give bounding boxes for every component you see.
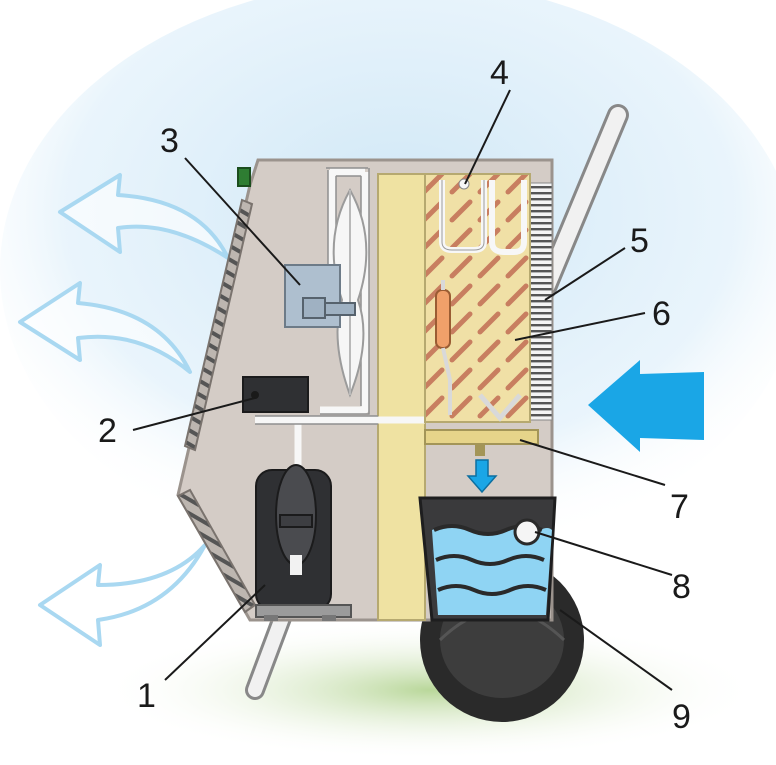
label-4: 4 [490, 54, 509, 92]
leader-lines [132, 89, 673, 691]
label-9: 9 [672, 698, 691, 736]
drip-tray [424, 429, 539, 445]
front-leg [245, 600, 295, 700]
drip-arrow [466, 459, 498, 494]
label-5: 5 [630, 222, 649, 260]
airflow-out-arrow-middle [18, 281, 192, 374]
condenser-fan [332, 187, 368, 398]
fan-motor-box [284, 264, 356, 328]
refrigerant-piping [255, 168, 425, 470]
compressor [255, 464, 352, 621]
label-6: 6 [652, 295, 671, 333]
airflow-out-arrows [18, 173, 230, 647]
drain-spout [475, 444, 485, 456]
airflow-out-arrow-bottom [38, 543, 207, 647]
handle [534, 104, 629, 301]
evaporator-coil [424, 173, 531, 423]
label-3: 3 [160, 122, 179, 160]
power-switch-icon [237, 167, 251, 187]
inlet-grille [529, 182, 553, 421]
label-8: 8 [672, 568, 691, 606]
exhaust-grille-upper [183, 198, 254, 452]
airflow-in-arrow [588, 360, 704, 452]
label-7: 7 [670, 488, 689, 526]
label-2: 2 [98, 412, 117, 450]
control-module [242, 376, 309, 413]
insulation-panel [377, 173, 426, 621]
float-switch-icon [513, 518, 541, 546]
label-1: 1 [137, 677, 156, 715]
water-tank [418, 496, 557, 622]
